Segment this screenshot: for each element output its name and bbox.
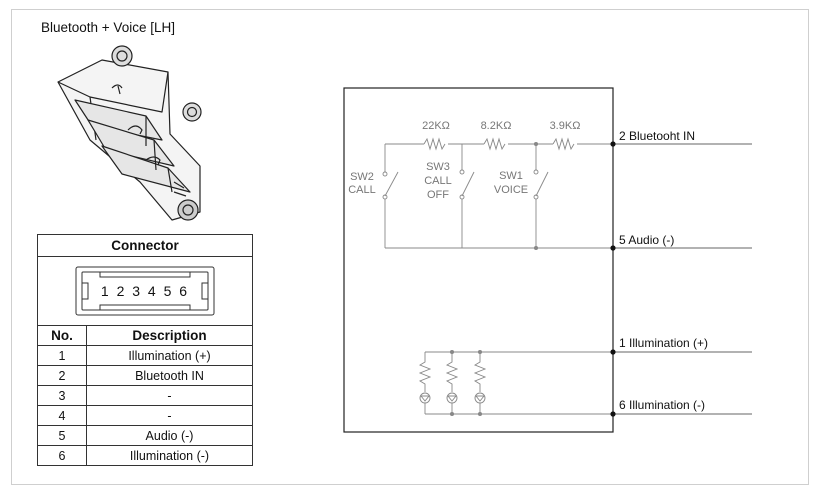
- terminal-label-audio: 5 Audio (-): [619, 233, 674, 247]
- illumination-circuit: [418, 349, 752, 417]
- table-row: 2 Bluetooth IN: [37, 365, 253, 386]
- terminal-label-illumination-plus: 1 Illumination (+): [619, 336, 708, 350]
- table-row: 6 Illumination (-): [37, 445, 253, 466]
- connector-illustration: 1 2 3 4 5 6: [75, 266, 215, 316]
- pin-number: 6: [37, 445, 87, 466]
- sw2-function: CALL: [348, 184, 376, 196]
- sw3-label: SW3: [426, 161, 450, 173]
- terminal-label-bluetooth-in: 2 Bluetooht IN: [619, 129, 695, 143]
- resistor-label-8k2: 8.2KΩ: [481, 120, 512, 132]
- table-row: 1 Illumination (+): [37, 345, 253, 366]
- pin-description: Illumination (-): [86, 445, 253, 466]
- top-bus: [385, 137, 752, 151]
- connector-heading: Connector: [37, 234, 253, 257]
- switch-module-box: [343, 87, 614, 433]
- connector-pin-numbers: 1 2 3 4 5 6: [101, 283, 189, 299]
- col-header-description: Description: [86, 325, 253, 346]
- figure-frame: [11, 9, 809, 485]
- terminal-label-illumination-minus: 6 Illumination (-): [619, 398, 705, 412]
- switch-branches: [382, 141, 752, 251]
- pin-description: Bluetooth IN: [86, 365, 253, 386]
- sw3-function-2: OFF: [427, 189, 449, 201]
- sw1-label: SW1: [499, 170, 523, 182]
- connector-table: Connector 1 2 3 4 5 6 No. Description 1 …: [37, 234, 253, 466]
- sw3-function: CALL: [424, 175, 452, 187]
- resistor-label-3k9: 3.9KΩ: [550, 120, 581, 132]
- switch-assembly-illustration: [57, 45, 202, 221]
- sw2-label: SW2: [350, 171, 374, 183]
- figure-title: Bluetooth + Voice [LH]: [41, 20, 175, 35]
- terminal-dots: [610, 141, 616, 417]
- sw1-function: VOICE: [494, 184, 528, 196]
- resistor-label-22k: 22KΩ: [422, 120, 450, 132]
